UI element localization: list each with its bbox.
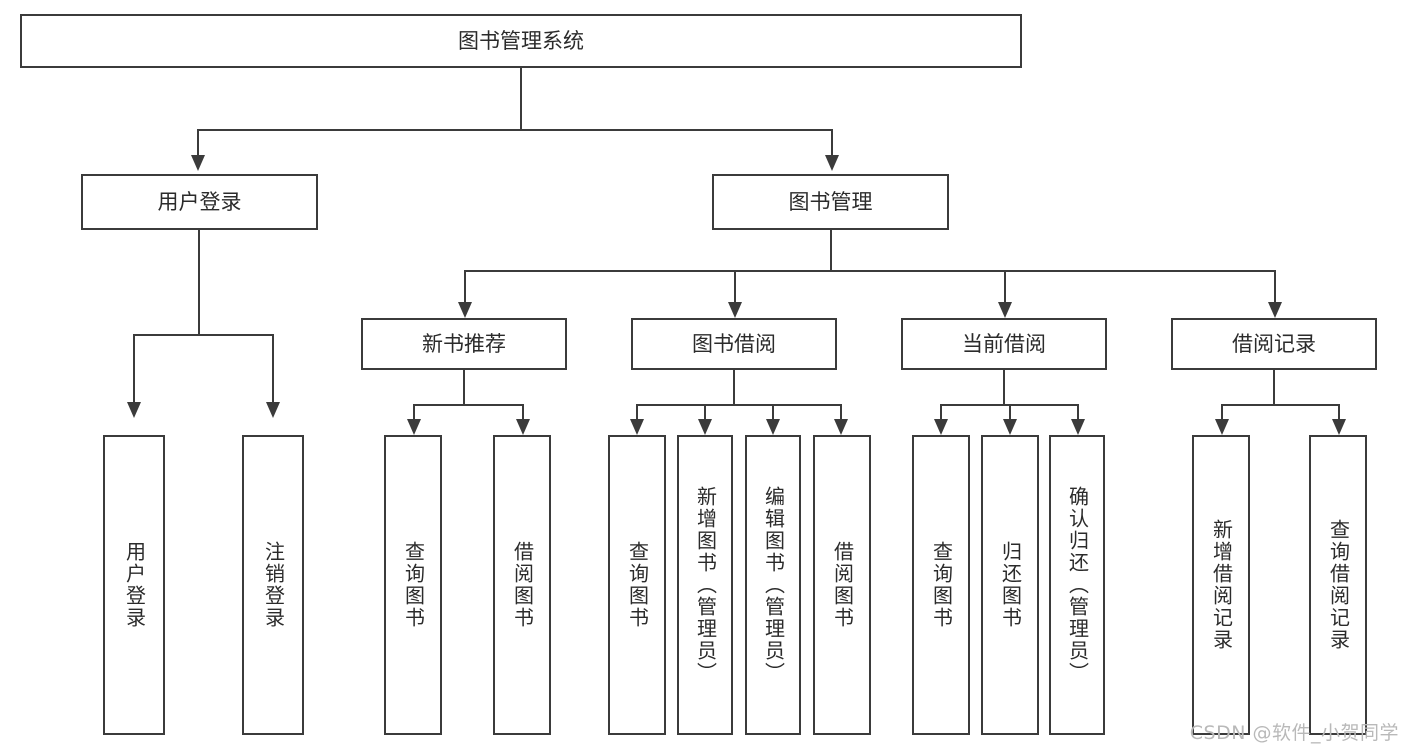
node-label: 借阅图书	[830, 541, 855, 629]
arrow-borrow-to-leaf-2	[698, 419, 712, 435]
node-label: 用户登录	[157, 189, 242, 214]
connector-book-manage-to-borrow	[734, 270, 736, 304]
arrow-records-to-leaf-1	[1215, 419, 1229, 435]
leaf-borrow-edit-book-admin[interactable]: 编辑图书（管理员）	[745, 435, 801, 735]
node-label: 当前借阅	[962, 331, 1046, 356]
arrow-new-books-to-leaf-1	[407, 419, 421, 435]
node-label: 图书管理	[788, 189, 873, 214]
arrow-book-manage-to-records	[1268, 302, 1282, 318]
leaf-records-add-record[interactable]: 新增借阅记录	[1192, 435, 1250, 735]
arrow-book-manage-to-current	[998, 302, 1012, 318]
leaf-borrow-borrow-book[interactable]: 借阅图书	[813, 435, 871, 735]
arrow-current-to-leaf-3	[1071, 419, 1085, 435]
arrow-current-to-leaf-2	[1003, 419, 1017, 435]
connector-current-to-leaf-1	[940, 404, 942, 421]
connector-records-to-leaf-1	[1221, 404, 1223, 421]
connector-current-to-leaf-2	[1009, 404, 1011, 421]
node-label: 新增图书（管理员）	[693, 486, 718, 684]
leaf-user-login[interactable]: 用户登录	[103, 435, 165, 735]
arrow-book-manage-to-new-books	[458, 302, 472, 318]
connector-user-login-to-leaf-2	[272, 334, 274, 404]
connector-borrow-to-leaf-3	[772, 404, 774, 421]
connector-root-to-user-login	[197, 129, 199, 157]
node-new-book-recommend[interactable]: 新书推荐	[361, 318, 567, 370]
node-label: 注销登录	[261, 541, 286, 629]
node-label: 新增借阅记录	[1209, 519, 1234, 651]
connector-book-manage-to-records	[1274, 270, 1276, 304]
leaf-current-return-book[interactable]: 归还图书	[981, 435, 1039, 735]
connector-current-to-leaf-3	[1077, 404, 1079, 421]
connector-book-manage-bracket	[464, 270, 1276, 272]
connector-root-stem	[520, 68, 522, 130]
arrow-borrow-to-leaf-1	[630, 419, 644, 435]
connector-book-manage-stem	[830, 230, 832, 271]
connector-new-books-stem	[463, 370, 465, 405]
leaf-new-books-query-book[interactable]: 查询图书	[384, 435, 442, 735]
node-book-management[interactable]: 图书管理	[712, 174, 949, 230]
connector-new-books-to-leaf-1	[413, 404, 415, 421]
node-label: 新书推荐	[422, 331, 506, 356]
node-root-system[interactable]: 图书管理系统	[20, 14, 1022, 68]
arrow-borrow-to-leaf-3	[766, 419, 780, 435]
connector-records-to-leaf-2	[1338, 404, 1340, 421]
connector-user-login-stem	[198, 230, 200, 335]
node-label: 编辑图书（管理员）	[761, 486, 786, 684]
arrow-root-to-user-login	[191, 155, 205, 171]
node-label: 查询图书	[401, 541, 426, 629]
node-label: 借阅图书	[510, 541, 535, 629]
node-label: 图书借阅	[692, 331, 776, 356]
connector-book-manage-to-current	[1004, 270, 1006, 304]
connector-records-stem	[1273, 370, 1275, 405]
leaf-borrow-query-book[interactable]: 查询图书	[608, 435, 666, 735]
leaf-current-query-book[interactable]: 查询图书	[912, 435, 970, 735]
node-current-borrow[interactable]: 当前借阅	[901, 318, 1107, 370]
leaf-borrow-add-book-admin[interactable]: 新增图书（管理员）	[677, 435, 733, 735]
arrow-user-login-to-leaf-2	[266, 402, 280, 418]
arrow-root-to-book-manage	[825, 155, 839, 171]
connector-borrow-to-leaf-1	[636, 404, 638, 421]
node-label: 归还图书	[998, 541, 1023, 629]
node-label: 查询图书	[625, 541, 650, 629]
connector-user-login-to-leaf-1	[133, 334, 135, 404]
node-borrow-records[interactable]: 借阅记录	[1171, 318, 1377, 370]
node-user-login[interactable]: 用户登录	[81, 174, 318, 230]
connector-new-books-to-leaf-2	[522, 404, 524, 421]
node-label: 借阅记录	[1232, 331, 1316, 356]
node-book-borrow[interactable]: 图书借阅	[631, 318, 837, 370]
connector-current-stem	[1003, 370, 1005, 405]
connector-borrow-bracket	[636, 404, 841, 406]
node-label: 确认归还（管理员）	[1065, 486, 1090, 684]
leaf-new-books-borrow-book[interactable]: 借阅图书	[493, 435, 551, 735]
node-label: 用户登录	[122, 541, 147, 629]
arrow-records-to-leaf-2	[1332, 419, 1346, 435]
connector-user-login-bracket	[133, 334, 273, 336]
connector-book-manage-to-new-books	[464, 270, 466, 304]
arrow-current-to-leaf-1	[934, 419, 948, 435]
arrow-user-login-to-leaf-1	[127, 402, 141, 418]
connector-root-bracket	[197, 129, 833, 131]
connector-records-bracket	[1221, 404, 1339, 406]
leaf-records-query-record[interactable]: 查询借阅记录	[1309, 435, 1367, 735]
arrow-new-books-to-leaf-2	[516, 419, 530, 435]
leaf-logout[interactable]: 注销登录	[242, 435, 304, 735]
connector-borrow-stem	[733, 370, 735, 405]
connector-root-to-book-manage	[831, 129, 833, 157]
connector-new-books-bracket	[413, 404, 523, 406]
node-label: 查询借阅记录	[1326, 519, 1351, 651]
node-label: 查询图书	[929, 541, 954, 629]
node-label: 图书管理系统	[458, 28, 584, 53]
connector-borrow-to-leaf-2	[704, 404, 706, 421]
arrow-borrow-to-leaf-4	[834, 419, 848, 435]
arrow-book-manage-to-borrow	[728, 302, 742, 318]
leaf-current-confirm-return-admin[interactable]: 确认归还（管理员）	[1049, 435, 1105, 735]
connector-borrow-to-leaf-4	[840, 404, 842, 421]
